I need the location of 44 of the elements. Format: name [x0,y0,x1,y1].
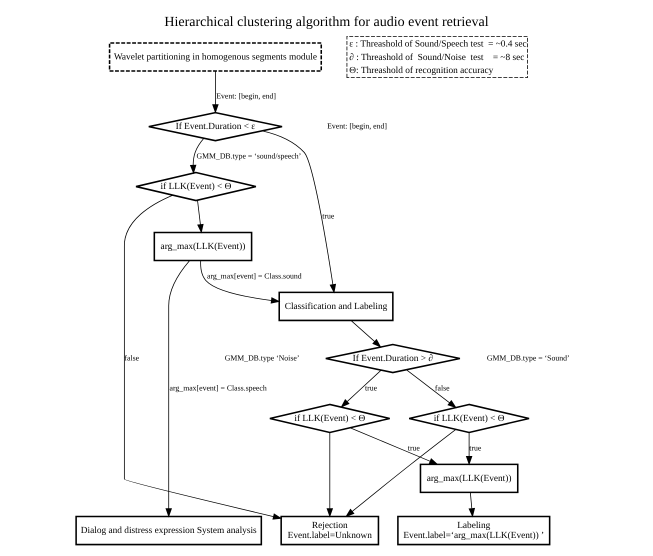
arrow [345,429,456,518]
node-diamond: if LLK(Event) < Θ [135,172,257,202]
arrow [406,369,457,408]
edge-label: true [408,443,420,452]
label: GMM_DB.type ‘Noise’ [224,353,300,362]
node-diamond: if LLK(Event) < Θ [269,404,391,434]
arrow [350,320,382,348]
node-diamond: If Event.Duration > ∂ [325,344,461,374]
edge-label: arg_max[event] = Class.speech [170,383,267,392]
label: ε : Threashold of Sound/Speech test = ~0.4 sec [349,40,527,50]
node-box: Labeling Event.label=‘arg_max(LLK(Event)) ’ [397,516,550,546]
arrow [124,194,282,520]
node-diamond: If Event.Duration < ε [148,112,283,142]
edge-label: true [469,443,482,452]
arrow [468,492,476,518]
arrow [350,427,438,465]
arrow [262,130,336,294]
node-box: arg_max(LLK(Event)) [154,232,252,262]
node-box: Wavelet partitioning in homogenous segments module [108,42,322,72]
edge-label: true [322,211,334,220]
arrow [197,200,204,234]
edge-label: GMM_DB.type = ‘sound/speech’ [196,152,302,161]
edge-label: true [365,383,378,392]
label: GMM_DB.type = ‘Sound’ [486,353,570,362]
diagram-title: Hierarchical clustering algorithm for audio event retrieval [164,14,489,30]
arrow [340,370,382,408]
label: Θ: Threashold of recognition accuracy [349,66,494,76]
edge-label: arg_max[event] = Class.sound [207,271,302,280]
node-box: arg_max(LLK(Event)) [420,464,519,494]
arrow [326,432,334,518]
arrow [212,70,219,114]
node-diamond: if LLK(Event) < Θ [408,404,530,434]
edge-label: false [124,353,140,362]
arrow [200,260,280,304]
label: Event: [begin, end] [327,122,387,131]
arrow [466,432,472,466]
node-box: Dialog and distress expression System analysis [75,516,262,546]
label: ∂ : Threashold of Sound/Noise test = ~8 sec [349,52,524,63]
arrow [165,260,190,518]
node-box: Rejection Event.label=Unknown [280,516,380,546]
edge-label: Event: [begin, end] [216,92,276,101]
node-box: Classification and Labeling [278,292,394,322]
arrow [190,138,204,174]
edge-label: false [434,383,450,392]
